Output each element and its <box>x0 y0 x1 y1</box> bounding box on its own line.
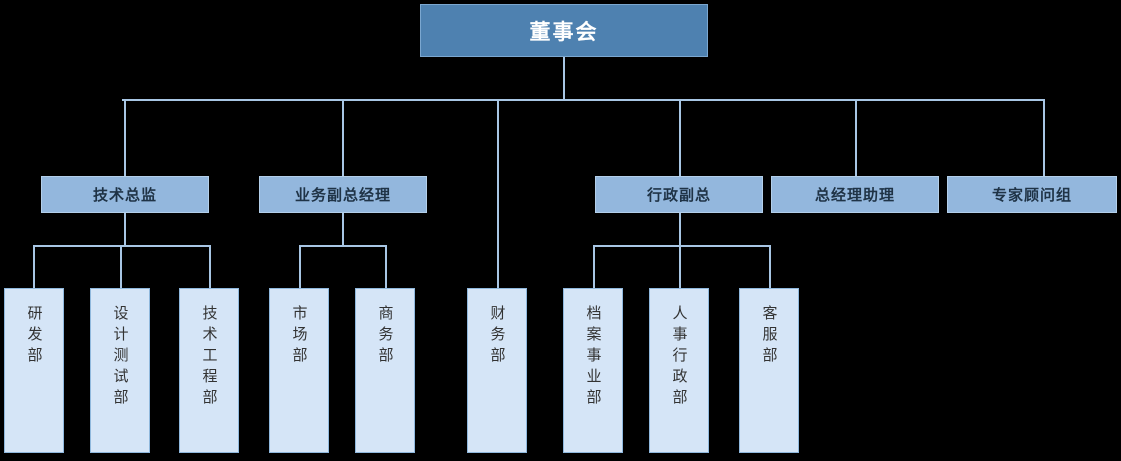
connector-top-bus <box>122 99 1045 101</box>
org-node-expert-group[interactable]: 专家顾问组 <box>947 176 1117 213</box>
org-node-gm-assistant[interactable]: 总经理助理 <box>771 176 939 213</box>
connector-drop-l2-2 <box>342 99 344 176</box>
connector-drop-leaf-9 <box>769 245 771 288</box>
org-node-marketing-dept[interactable]: 市场部 <box>269 288 329 453</box>
connector-drop-l2-5 <box>1043 99 1045 176</box>
org-node-archive-business-dept[interactable]: 档案事业部 <box>563 288 623 453</box>
connector-drop-l2-3 <box>679 99 681 176</box>
org-node-tech-engineering-dept-label: 技术工程部 <box>200 305 219 410</box>
org-node-rd-dept[interactable]: 研发部 <box>4 288 64 453</box>
org-node-rd-dept-label: 研发部 <box>25 305 44 368</box>
org-node-commerce-dept[interactable]: 商务部 <box>355 288 415 453</box>
connector-drop-leaf-5 <box>385 245 387 288</box>
connector-tech-director-bus <box>33 245 211 247</box>
connector-drop-l2-1 <box>124 99 126 176</box>
connector-business-vp-stem <box>342 213 344 246</box>
connector-tech-director-stem <box>124 213 126 246</box>
org-node-tech-director-label: 技术总监 <box>92 186 157 204</box>
connector-drop-finance-direct <box>497 99 499 288</box>
org-node-hr-admin-dept-label: 人事行政部 <box>670 305 689 410</box>
org-node-commerce-dept-label: 商务部 <box>376 305 395 368</box>
org-node-business-vp-label: 业务副总经理 <box>294 186 391 204</box>
org-node-finance-dept-label: 财务部 <box>488 305 507 368</box>
connector-drop-leaf-8 <box>679 245 681 288</box>
connector-drop-leaf-4 <box>299 245 301 288</box>
org-node-admin-vp[interactable]: 行政副总 <box>595 176 763 213</box>
org-node-design-test-dept[interactable]: 设计测试部 <box>90 288 150 453</box>
org-node-root-label: 董事会 <box>529 19 599 44</box>
connector-drop-leaf-2 <box>120 245 122 288</box>
org-node-tech-engineering-dept[interactable]: 技术工程部 <box>179 288 239 453</box>
org-node-customer-service-dept-label: 客服部 <box>760 305 779 368</box>
org-node-archive-business-dept-label: 档案事业部 <box>584 305 603 410</box>
org-node-design-test-dept-label: 设计测试部 <box>111 305 130 410</box>
connector-drop-leaf-7 <box>593 245 595 288</box>
connector-business-vp-bus <box>299 245 387 247</box>
org-node-tech-director[interactable]: 技术总监 <box>41 176 209 213</box>
connector-drop-l2-4 <box>855 99 857 176</box>
org-node-business-vp[interactable]: 业务副总经理 <box>259 176 427 213</box>
org-node-finance-dept[interactable]: 财务部 <box>467 288 527 453</box>
connector-drop-leaf-1 <box>33 245 35 288</box>
org-node-customer-service-dept[interactable]: 客服部 <box>739 288 799 453</box>
org-node-admin-vp-label: 行政副总 <box>646 186 711 204</box>
org-node-hr-admin-dept[interactable]: 人事行政部 <box>649 288 709 453</box>
connector-root-drop <box>563 57 565 100</box>
org-node-gm-assistant-label: 总经理助理 <box>814 186 895 204</box>
org-node-root[interactable]: 董事会 <box>420 4 708 57</box>
connector-admin-vp-stem <box>679 213 681 246</box>
org-node-marketing-dept-label: 市场部 <box>290 305 309 368</box>
connector-drop-leaf-3 <box>209 245 211 288</box>
org-node-expert-group-label: 专家顾问组 <box>991 186 1072 204</box>
connector-admin-vp-bus <box>593 245 771 247</box>
